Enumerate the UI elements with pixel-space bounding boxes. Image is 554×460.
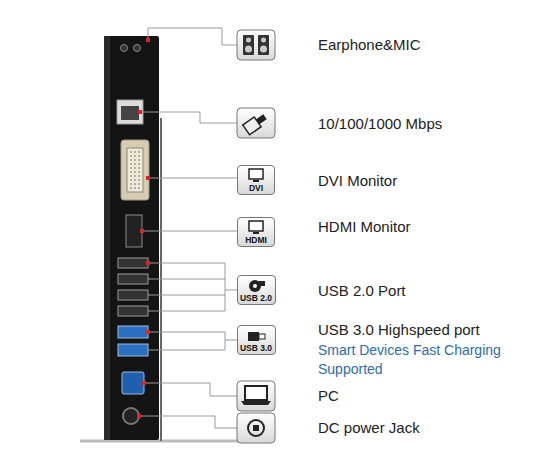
- usb2-port: [118, 306, 148, 316]
- plug-ring: [248, 420, 264, 436]
- port-marker: [146, 176, 150, 180]
- leader-line: [148, 178, 237, 179]
- port-marker: [142, 381, 146, 385]
- cable-plug: [243, 112, 269, 135]
- port-label: USB 3.0 Highspeed port: [318, 320, 480, 340]
- port-marker: [140, 229, 144, 233]
- icon-frame: [237, 30, 275, 60]
- speaker: [243, 35, 254, 55]
- speaker: [258, 35, 269, 55]
- icon-frame: [237, 413, 275, 443]
- port-marker: [138, 110, 142, 114]
- audio-jack: [134, 45, 141, 52]
- dc-icon: [237, 413, 275, 443]
- rj45-socket: [121, 106, 139, 120]
- bracket-line: [148, 263, 237, 311]
- disc-tab: [259, 281, 265, 286]
- leader-line: [139, 416, 237, 428]
- port-marker: [146, 261, 150, 265]
- laptop-base: [241, 401, 271, 405]
- housing-edge: [104, 36, 110, 440]
- icon-symbol: [244, 220, 268, 236]
- monitor-screen: [249, 169, 263, 179]
- plug-cable: [256, 114, 267, 124]
- dvi-pin-row: [131, 151, 132, 189]
- icon-frame: [237, 108, 275, 138]
- leader-line: [140, 112, 237, 123]
- audio-jack: [121, 45, 128, 52]
- stick-body: [248, 332, 259, 341]
- dvi-pin-row: [135, 151, 136, 189]
- port-icon-box: DVI: [237, 165, 275, 195]
- earphone-icon: [237, 30, 275, 60]
- laptop-screen: [245, 386, 267, 400]
- icon-text: DVI: [249, 183, 263, 194]
- bracket-line: [148, 332, 237, 350]
- port-markers: [137, 38, 150, 418]
- speaker-cone: [261, 38, 266, 43]
- leader-line: [142, 231, 237, 232]
- port-label: USB 2.0 Port: [318, 281, 406, 301]
- usb-b-port: [122, 372, 144, 394]
- port-label: Earphone&MIC: [318, 35, 421, 55]
- disc-hole: [253, 284, 257, 288]
- monitor-stand: [253, 180, 259, 182]
- port-label: HDMI Monitor: [318, 217, 411, 237]
- usb3-port: [118, 344, 148, 356]
- port-label: DVI Monitor: [318, 171, 397, 191]
- feature-note: Smart Devices Fast Charging Supported: [318, 341, 543, 379]
- hdmi-port: [126, 215, 142, 247]
- port-icon-box: HDMI: [237, 217, 275, 247]
- monitor-stand: [253, 232, 259, 234]
- usb2-port: [118, 290, 148, 300]
- icon-text: HDMI: [245, 235, 267, 246]
- icon-symbol: [244, 328, 268, 344]
- ethernet-icon: [237, 108, 275, 138]
- monitor-screen: [249, 221, 263, 231]
- icon-symbol: [244, 278, 268, 294]
- rj45-port: [117, 100, 143, 124]
- leader-lines: [139, 28, 237, 428]
- icon-symbol: [244, 168, 268, 184]
- port-label: PC: [318, 386, 339, 406]
- speaker-cone: [245, 46, 252, 53]
- leader-line: [144, 383, 237, 396]
- port-marker: [137, 414, 141, 418]
- port-label: DC power Jack: [318, 418, 420, 438]
- port-icon-box: USB 2.0: [237, 275, 276, 305]
- port-label: 10/100/1000 Mbps: [318, 114, 442, 134]
- port-marker: [146, 330, 150, 334]
- stick-plug: [259, 334, 265, 339]
- dvi-pin-row: [139, 151, 140, 189]
- icon-text: USB 3.0: [240, 343, 272, 354]
- usb3-port: [118, 326, 148, 338]
- dc-jack: [123, 408, 139, 424]
- port-icon-box: USB 3.0: [237, 325, 276, 355]
- dvi-pins: [127, 148, 143, 192]
- usb2-port: [118, 258, 148, 268]
- icon-frame: [237, 381, 275, 411]
- dvi-port: [121, 140, 149, 200]
- speaker-cone: [246, 38, 251, 43]
- dock-housing: [104, 36, 159, 440]
- usb2-port: [118, 274, 148, 284]
- plug-pin: [253, 425, 259, 431]
- leader-line: [148, 28, 237, 45]
- speaker-cone: [260, 46, 267, 53]
- pc-icon: [237, 381, 275, 411]
- port-marker: [146, 38, 150, 42]
- icon-text: USB 2.0: [240, 293, 272, 304]
